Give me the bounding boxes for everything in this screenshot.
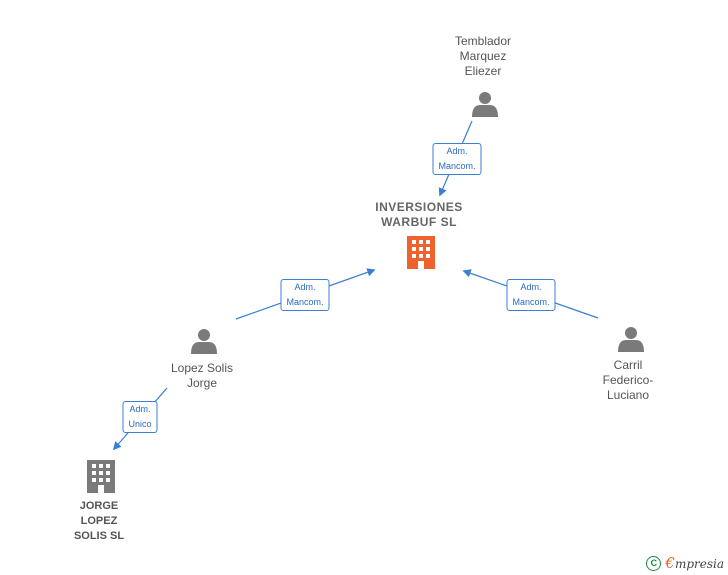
label-line: Marquez	[459, 49, 507, 63]
label-line: LOPEZ	[80, 515, 118, 527]
node-label-jorge-sl[interactable]: JORGE LOPEZ SOLIS SL	[74, 499, 124, 544]
label-line: Luciano	[606, 388, 650, 402]
person-icon[interactable]	[618, 327, 644, 352]
badge-line: Mancom.	[512, 297, 550, 307]
brand-initial: €	[665, 554, 675, 572]
label-line: Jorge	[186, 376, 218, 390]
badge-line: Adm.	[520, 282, 542, 292]
building-icon[interactable]	[407, 236, 435, 269]
badge-line: Unico	[128, 419, 152, 429]
node-label-temblador[interactable]: Temblador Marquez Eliezer	[455, 34, 511, 79]
label-line: Carril	[613, 358, 643, 372]
edge-badge-lopez-jorge[interactable]: Adm. Unico	[122, 401, 158, 433]
label-line: INVERSIONES	[375, 200, 463, 214]
edge-badge-carril-main[interactable]: Adm. Mancom.	[506, 279, 556, 311]
copyright-icon: C	[646, 555, 662, 571]
label-line: Federico-	[602, 373, 654, 387]
person-icon[interactable]	[472, 92, 498, 117]
person-icon[interactable]	[191, 329, 217, 354]
label-line: JORGE	[79, 500, 119, 512]
badge-line: Adm.	[294, 282, 316, 292]
badge-line: Mancom.	[286, 297, 324, 307]
brand-rest: mpresia	[674, 557, 724, 571]
brand-logo[interactable]: €mpresia	[665, 554, 724, 572]
footer-brand: C €mpresia	[646, 554, 724, 572]
node-label-lopez[interactable]: Lopez Solis Jorge	[171, 361, 233, 391]
building-icon[interactable]	[87, 460, 115, 493]
edge-badge-temblador-main[interactable]: Adm. Mancom.	[432, 143, 482, 175]
badge-line: Adm.	[446, 146, 468, 156]
badge-line: Mancom.	[438, 161, 476, 171]
node-label-main-company[interactable]: INVERSIONES WARBUF SL	[375, 200, 463, 230]
label-line: WARBUF SL	[381, 215, 457, 229]
label-line: Eliezer	[464, 64, 502, 78]
label-line: Lopez Solis	[170, 361, 234, 375]
edge-badge-lopez-main[interactable]: Adm. Mancom.	[280, 279, 330, 311]
label-line: Temblador	[454, 34, 512, 48]
badge-line: Adm.	[129, 404, 151, 414]
node-label-carril[interactable]: Carril Federico- Luciano	[603, 358, 654, 403]
label-line: SOLIS SL	[73, 530, 125, 542]
